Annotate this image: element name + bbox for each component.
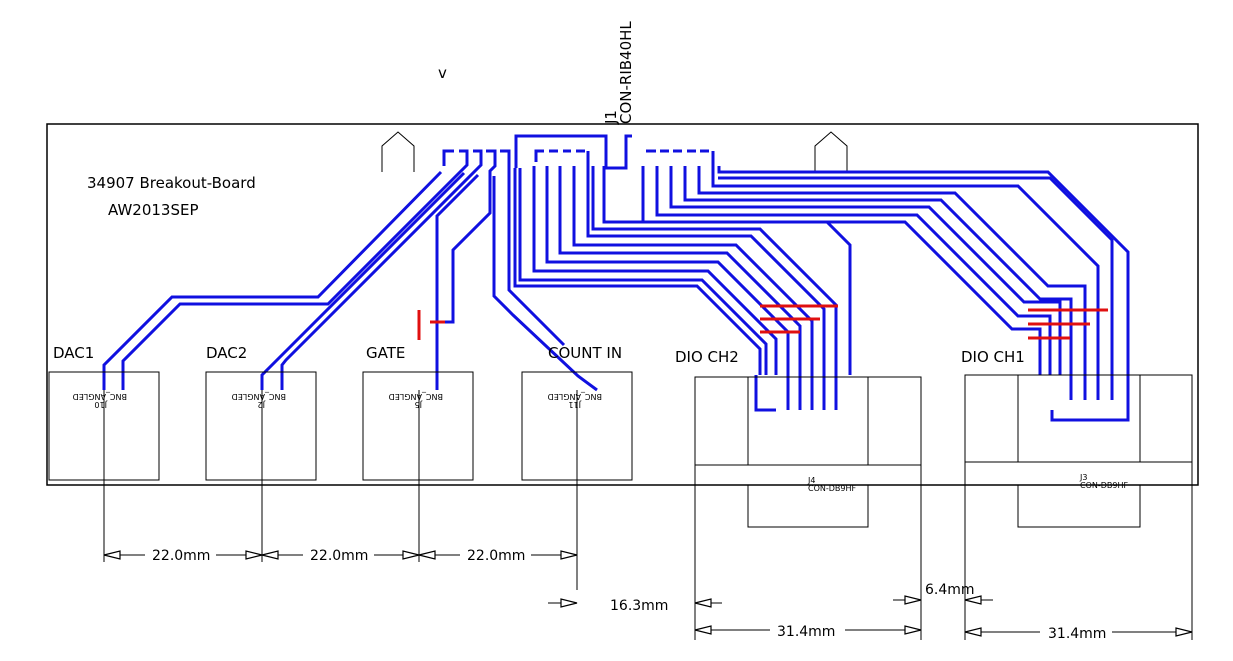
connector-label: DAC2 — [206, 344, 247, 362]
header-part: CON-RIB40HL — [617, 21, 635, 124]
header-ref: J1 — [602, 110, 620, 125]
connector-ref: J11 — [568, 400, 582, 409]
connector-ref: J3 — [1079, 473, 1087, 482]
dimension-dio2-width: 31.4mm — [777, 624, 835, 640]
dimension-gate-count: 22.0mm — [467, 548, 525, 564]
mount-key-right — [814, 131, 848, 172]
connector-label: DIO CH1 — [961, 348, 1025, 366]
traces-bnc — [102, 149, 598, 392]
pin-lines — [103, 390, 578, 480]
connector-part: CON-DB9HF — [808, 484, 857, 493]
connector-part: BNC_ANGLED — [548, 392, 602, 401]
board-title: 34907 Breakout-Board — [87, 174, 256, 192]
mount-key-left — [381, 131, 415, 172]
dimension-dio1-width: 31.4mm — [1048, 626, 1106, 642]
connector-part: BNC_ANGLED — [73, 392, 127, 401]
connector-ref: J4 — [807, 476, 815, 485]
connector-ref: J10 — [94, 400, 108, 409]
connector-gate: GATE J5 BNC_ANGLED — [362, 344, 474, 481]
connector-label: GATE — [366, 344, 405, 362]
dimension-dac2-gate: 22.0mm — [310, 548, 368, 564]
board-outline — [46, 123, 1199, 486]
connector-part: CON-DB9HF — [1080, 481, 1129, 490]
connector-part: BNC_ANGLED — [389, 392, 443, 401]
pin1-marker: v — [438, 64, 447, 82]
connector-dio-ch2: DIO CH2 J4 CON-DB9HF — [675, 348, 922, 528]
board-revision: AW2013SEP — [108, 201, 199, 219]
connector-dac2: DAC2 J2 BNC_ANGLED — [205, 344, 317, 481]
dimension-dio2-dio1: 6.4mm — [925, 582, 975, 598]
connector-dio-ch1: DIO CH1 J3 CON-DB9HF — [961, 348, 1193, 528]
jumpers — [417, 304, 1108, 340]
dimension-count-dio2: 16.3mm — [610, 598, 668, 614]
connector-label: DIO CH2 — [675, 348, 739, 366]
dimension-lines — [103, 480, 1193, 640]
connector-part: BNC_ANGLED — [232, 392, 286, 401]
traces-dio-ch2 — [513, 134, 852, 412]
connector-label: DAC1 — [53, 344, 94, 362]
traces-dio-ch1 — [641, 149, 1130, 422]
dimension-dac1-dac2: 22.0mm — [152, 548, 210, 564]
connector-label: COUNT IN — [548, 344, 622, 362]
